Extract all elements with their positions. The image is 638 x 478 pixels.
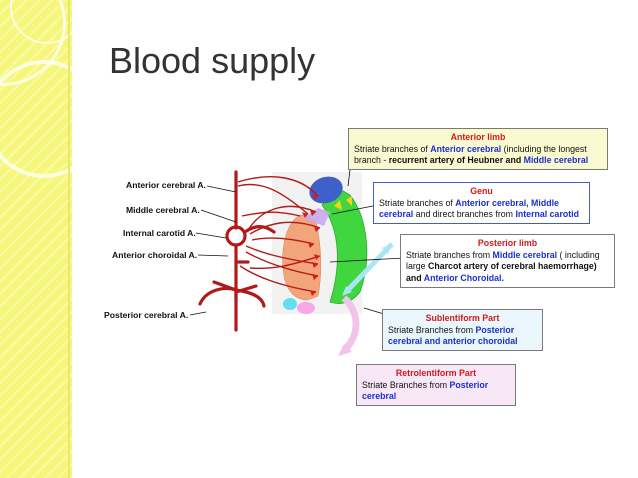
decorative-sidebar: [0, 0, 72, 478]
label-anterior-choroidal-artery: Anterior choroidal A.: [112, 250, 198, 260]
retrolentiform-arrowhead: [338, 344, 352, 356]
posterior-cerebral-artery: [198, 286, 266, 308]
anterior-limb-text: Middle cerebral: [523, 155, 589, 165]
box-leaders: [329, 169, 405, 315]
anterior-limb-text: recurrent artery of Heubner and: [388, 155, 524, 165]
middle-cerebral-artery: [243, 225, 276, 234]
sublentiform-text: Posterior cerebral and anterior choroida…: [388, 324, 518, 347]
posterior-limb-text: ( including large: [406, 249, 600, 272]
anterior-limb-text: Anterior cerebral: [430, 143, 502, 154]
cyan-blob: [283, 298, 297, 310]
retrolentiform-text: Striate Branches from: [362, 379, 450, 390]
retrolentiform-arrow: [341, 295, 360, 353]
branch-tips: [302, 194, 320, 296]
sublentiform-title: Sublentiform Part: [425, 313, 500, 323]
posterior-limb-title: Posterior limb: [477, 238, 538, 248]
striate-branches: [237, 176, 321, 293]
internal-carotid-ring: [225, 225, 247, 247]
sidebar-edge: [68, 0, 70, 478]
anterior-limb-title: Anterior limb: [450, 132, 506, 142]
posterior-arrowhead: [382, 244, 392, 254]
label-leaders: [189, 185, 237, 316]
label-posterior-cerebral-artery: Posterior cerebral A.: [104, 310, 189, 320]
slide-title: Blood supply: [109, 40, 316, 81]
genu-box: Genu Striate branches of Anterior cerebr…: [373, 182, 590, 224]
decorative-ring: [0, 60, 72, 178]
retrolentiform-box: Retrolentiform Part Striate Branches fro…: [356, 364, 516, 406]
posterior-limb-text: Charcot artery of cerebral haemorrhage) …: [406, 261, 597, 283]
posterior-limb-text: Middle cerebral: [492, 249, 558, 260]
posterior-limb-text: Anterior Choroidal.: [423, 272, 504, 283]
genu-text: and direct branches from: [413, 209, 516, 219]
arterial-tree: [198, 170, 276, 332]
retrolentiform-title: Retrolentiform Part: [395, 368, 477, 378]
anterior-limb-text: Striate branches of: [354, 143, 431, 154]
genu-text: Striate branches of: [379, 197, 456, 208]
thalamus-blob: [297, 302, 315, 314]
retrolentiform-text: Posterior cerebral: [362, 379, 489, 402]
genu-title: Genu: [470, 186, 493, 196]
label-internal-carotid-artery: Internal carotid A.: [123, 228, 196, 238]
genu-text: Internal carotid: [515, 209, 579, 219]
posterior-limb-text: Striate branches from: [406, 249, 493, 260]
sublentiform-text: Striate Branches from: [388, 324, 476, 335]
anterior-limb-text: (including the longest branch -: [354, 143, 587, 166]
posterior-arrow: [344, 242, 394, 294]
label-middle-cerebral-artery: Middle cerebral A.: [126, 205, 200, 215]
genu-region: [302, 208, 330, 226]
sublentiform-box: Sublentiform Part Striate Branches from …: [382, 309, 543, 351]
posterior-limb-box: Posterior limb Striate branches from Mid…: [400, 234, 615, 288]
genu-text: Anterior cerebral, Middle cerebral: [379, 197, 559, 220]
anterior-limb-tips: [334, 196, 352, 210]
posterior-arrowhead: [342, 286, 352, 296]
caudate-head: [309, 176, 343, 204]
anterior-limb-box: Anterior limb Striate branches of Anteri…: [348, 128, 608, 170]
label-anterior-cerebral-artery: Anterior cerebral A.: [126, 180, 206, 190]
